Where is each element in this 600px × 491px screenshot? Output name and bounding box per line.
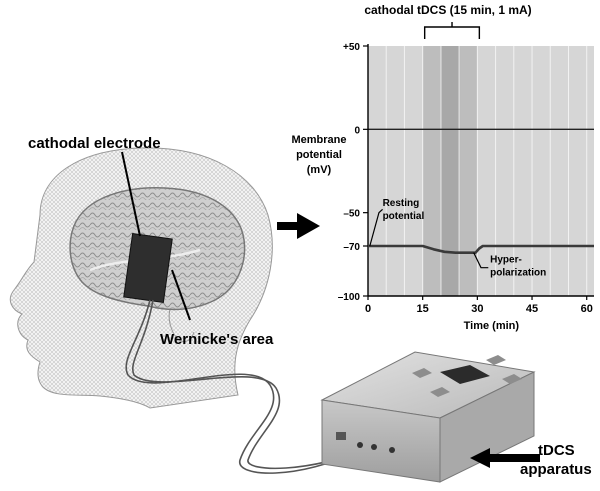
arrow-to-chart [277, 213, 320, 239]
cable-1 [125, 299, 361, 474]
apparatus-label-line1: tDCS [538, 442, 575, 459]
x-tick-label-3: 45 [526, 303, 538, 315]
apparatus-button-3 [430, 387, 450, 397]
wernicke-label: Wernicke's area [160, 331, 274, 348]
y-axis-label-line-2: potential [296, 149, 342, 161]
x-tick-label-1: 15 [417, 303, 429, 315]
chart-title: cathodal tDCS (15 min, 1 mA) [364, 3, 531, 17]
apparatus-arrow [470, 448, 540, 468]
y-axis-label-line-1: Membrane [291, 134, 346, 146]
apparatus-button-2 [486, 355, 506, 365]
electrode-pad [123, 232, 173, 304]
electrode-label: cathodal electrode [28, 135, 161, 152]
cable-2 [132, 299, 375, 470]
x-tick-label-4: 60 [581, 303, 593, 315]
electrode-pointer [121, 151, 141, 237]
head-illustration: cathodal electrode Wernicke's area [9, 135, 274, 409]
plot-background [368, 46, 594, 296]
title-bracket [423, 22, 481, 39]
x-tick-label-2: 30 [471, 303, 483, 315]
series-line [368, 244, 594, 254]
y-tick-label-4: –100 [338, 292, 361, 303]
y-tick-label-0: +50 [343, 42, 360, 53]
x-axis-label: Time (min) [464, 320, 520, 332]
apparatus-socket [336, 432, 346, 440]
annotation-resting-line-1: Resting [383, 198, 420, 209]
apparatus-button-4 [502, 374, 522, 384]
cables [125, 299, 375, 474]
apparatus-display [440, 365, 490, 384]
tdcs-apparatus: tDCS apparatus [320, 351, 592, 483]
y-axis-label-line-3: (mV) [307, 164, 332, 176]
apparatus-jack-2 [371, 444, 377, 450]
y-tick-label-3: –70 [343, 242, 360, 253]
y-tick-label-1: 0 [354, 125, 360, 136]
apparatus-jack-1 [357, 442, 363, 448]
apparatus-jack-3 [389, 447, 395, 453]
annotation-resting-line-2: potential [383, 211, 425, 222]
annotation-resting-pointer [369, 208, 383, 247]
apparatus-label-line2: apparatus [520, 461, 592, 478]
wernicke-pointer [171, 269, 191, 321]
stimulation-window-core [440, 46, 461, 296]
annotation-hyper-line-1: Hyper- [490, 255, 522, 266]
y-tick-label-2: –50 [343, 209, 360, 220]
annotation-hyper-line-2: polarization [490, 268, 546, 279]
x-tick-label-0: 0 [365, 303, 371, 315]
apparatus-button-1 [412, 368, 432, 378]
annotation-hyper-pointer [473, 252, 489, 269]
apparatus-side [439, 371, 535, 483]
